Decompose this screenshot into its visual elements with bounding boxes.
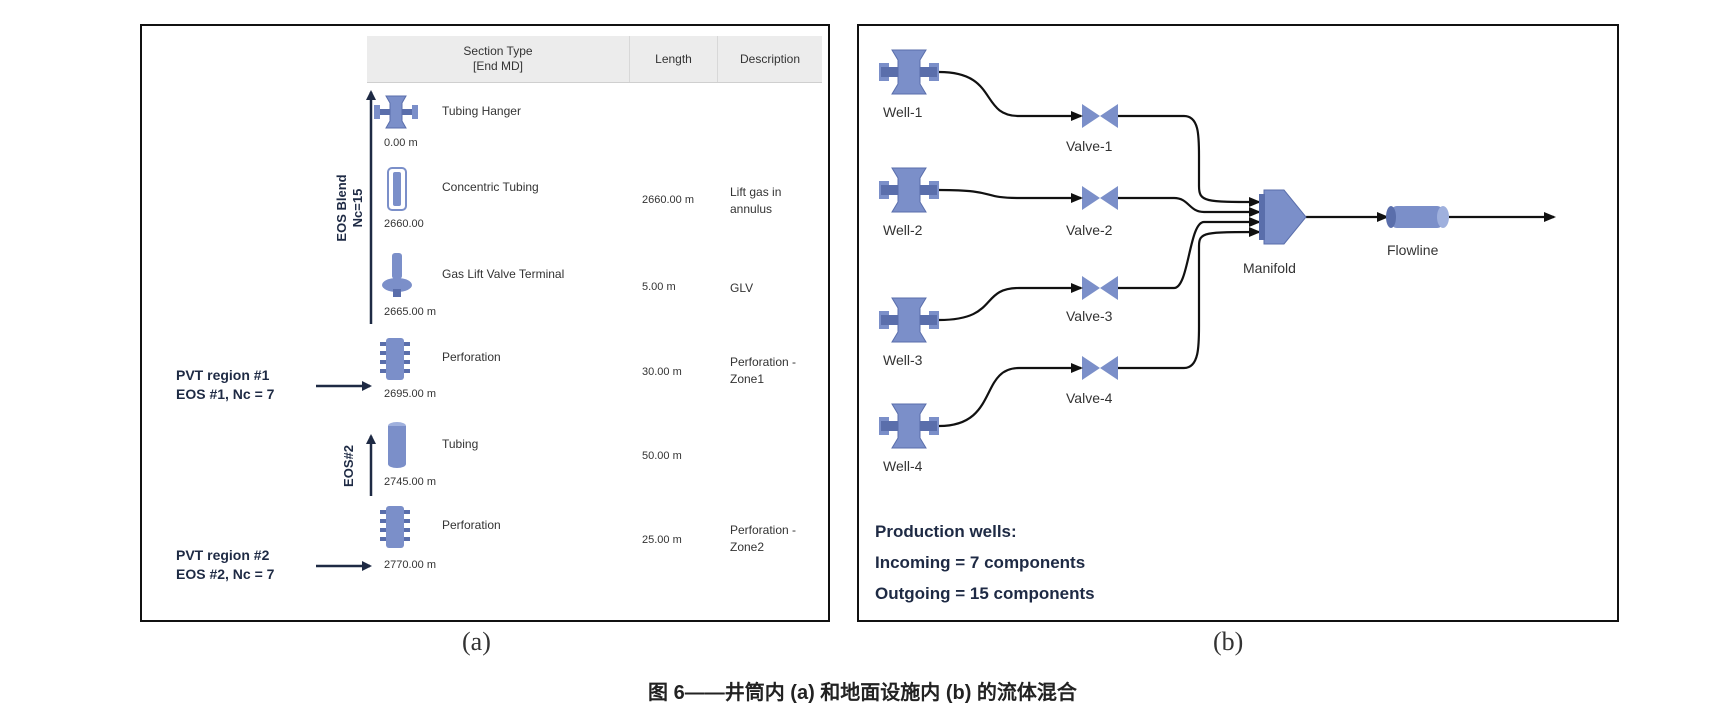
component-depth: 2660.00 — [384, 218, 424, 230]
component-name: Tubing — [442, 437, 479, 451]
component-description: Perforation - Zone2 — [730, 522, 796, 556]
component-name: Gas Lift Valve Terminal — [442, 267, 565, 281]
component-name: Perforation — [442, 350, 501, 364]
pvt-region-2-title: PVT region #2 — [176, 547, 270, 563]
wellbore-annotations — [316, 90, 376, 571]
eos-blend-label: EOS Blend Nc=15 — [334, 168, 366, 248]
description-line: Zone1 — [730, 372, 765, 386]
valve-icon — [1082, 186, 1118, 210]
wellbore-panel: Section Type [End MD] Length Description… — [140, 24, 830, 622]
component-name: Perforation — [442, 518, 501, 532]
caption-a: (a) — [462, 627, 491, 656]
component-name: Concentric Tubing — [442, 180, 539, 194]
pipe-well1-valve1 — [938, 70, 1083, 121]
perforation-icon — [380, 506, 410, 548]
flowline-icon — [1386, 206, 1449, 228]
section-type-label: Section Type — [463, 44, 533, 58]
tubing-hanger-icon — [374, 95, 418, 129]
valve-icon — [1082, 356, 1118, 380]
summary-title: Production wells: — [875, 522, 1017, 541]
component-depth: 2770.00 m — [384, 559, 436, 571]
network-diagram — [878, 49, 1556, 449]
component-depth: 2745.00 m — [384, 476, 436, 488]
pipe-well2-valve2 — [938, 188, 1083, 203]
column-header-description[interactable]: Description — [717, 36, 822, 82]
perforation-icon — [380, 338, 410, 380]
component-name: Tubing Hanger — [442, 104, 521, 118]
pvt-region-2-label: PVT region #2 EOS #2, Nc = 7 — [176, 546, 274, 584]
component-length: 2660.00 m — [642, 194, 694, 206]
figure-title: 图 6——井筒内 (a) 和地面设施内 (b) 的流体混合 — [648, 682, 1077, 704]
well-icon — [878, 167, 940, 213]
component-length: 50.00 m — [642, 450, 682, 462]
caption-b: (b) — [1213, 627, 1244, 656]
description-line: annulus — [730, 202, 773, 216]
manifold-label: Manifold — [1243, 260, 1296, 276]
section-type-sublabel: [End MD] — [472, 59, 523, 73]
table-header: Section Type [End MD] Length Description — [367, 36, 822, 83]
description-line: Perforation - — [730, 355, 797, 369]
eos2-label: EOS#2 — [341, 445, 356, 487]
summary-incoming: Incoming = 7 components — [875, 553, 1086, 572]
column-header-section-type[interactable]: Section Type [End MD] — [367, 36, 629, 82]
description-line: Zone2 — [730, 540, 765, 554]
gas-lift-valve-icon — [382, 253, 412, 297]
pipe-valve2-manifold — [1118, 196, 1261, 217]
valve-icon — [1082, 104, 1118, 128]
description-line: GLV — [730, 281, 754, 295]
pipe-well3-valve3 — [938, 283, 1083, 322]
pipe-valve4-manifold — [1118, 227, 1261, 370]
component-length: 25.00 m — [642, 534, 682, 546]
column-header-length[interactable]: Length — [629, 36, 717, 82]
flowline-label: Flowline — [1387, 242, 1439, 258]
tubing-icon — [388, 422, 406, 468]
well-icon — [878, 49, 940, 95]
pvt-region-1-label: PVT region #1 EOS #1, Nc = 7 — [176, 366, 274, 404]
pipe-well4-valve4 — [938, 363, 1083, 428]
well-label: Well-3 — [883, 352, 923, 368]
summary-outgoing: Outgoing = 15 components — [875, 584, 1095, 603]
valve-icon — [1082, 276, 1118, 300]
component-length: 5.00 m — [642, 281, 676, 293]
valve-label: Valve-2 — [1066, 222, 1113, 238]
pvt-region-1-title: PVT region #1 — [176, 367, 270, 383]
well-icon — [878, 403, 940, 449]
pvt-region-2-eos: EOS #2, Nc = 7 — [176, 566, 275, 582]
manifold-icon — [1259, 189, 1307, 245]
component-description: GLV — [730, 280, 753, 297]
well-label: Well-1 — [883, 104, 923, 120]
well-icon — [878, 297, 940, 343]
component-description: Lift gas in annulus — [730, 184, 781, 218]
pvt-region-1-eos: EOS #1, Nc = 7 — [176, 386, 275, 402]
description-line: Lift gas in — [730, 185, 782, 199]
description-line: Perforation - — [730, 523, 797, 537]
concentric-tubing-icon — [387, 167, 407, 211]
pipe-valve1-manifold — [1118, 114, 1261, 207]
well-label: Well-2 — [883, 222, 923, 238]
component-depth: 0.00 m — [384, 137, 418, 149]
eos-blend-text: EOS Blend — [334, 174, 349, 242]
component-depth: 2695.00 m — [384, 388, 436, 400]
component-length: 30.00 m — [642, 366, 682, 378]
component-description: Perforation - Zone1 — [730, 354, 796, 388]
surface-network-panel: Well-1 Well-2 Well-3 Well-4 Valve-1 Valv… — [857, 24, 1619, 622]
valve-label: Valve-3 — [1066, 308, 1113, 324]
valve-label: Valve-1 — [1066, 138, 1113, 154]
production-summary: Production wells: Incoming = 7 component… — [875, 516, 1095, 609]
valve-label: Valve-4 — [1066, 390, 1113, 406]
eos-blend-nc: Nc=15 — [350, 188, 365, 228]
pipe-valve3-manifold — [1118, 217, 1261, 290]
well-label: Well-4 — [883, 458, 923, 474]
component-depth: 2665.00 m — [384, 306, 436, 318]
